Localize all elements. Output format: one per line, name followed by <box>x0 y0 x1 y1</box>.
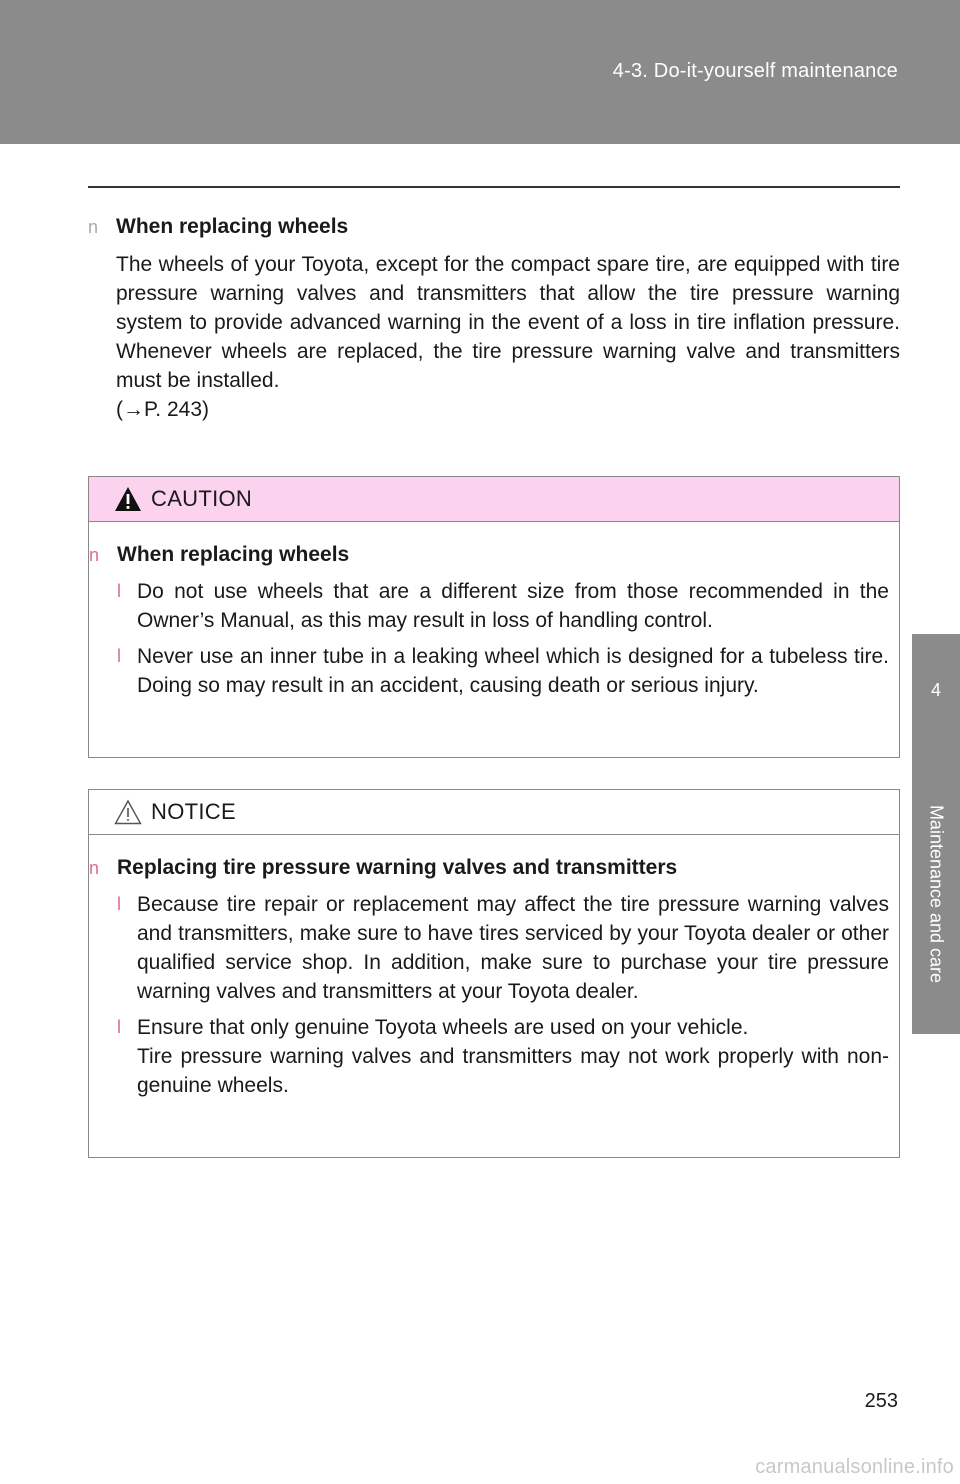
caution-title: CAUTION <box>151 486 253 511</box>
section-breadcrumb: 4-3. Do-it-yourself maintenance <box>612 60 898 82</box>
chapter-label: Maintenance and care <box>926 804 947 984</box>
top-divider <box>88 186 900 188</box>
section-bullet-icon: n <box>88 217 99 237</box>
chapter-number: 4 <box>930 680 941 700</box>
list-item: l Do not use wheels that are a different… <box>89 577 889 635</box>
notice-header: NOTICE <box>89 790 899 835</box>
notice-box: NOTICE n Replacing tire pressure warning… <box>88 789 900 1158</box>
chapter-side-tab: 4 Maintenance and care <box>912 634 960 1034</box>
caution-item-text: Never use an inner tube in a leaking whe… <box>137 645 889 697</box>
section-bullet-icon: n <box>89 545 100 565</box>
page-reference-link[interactable]: (→P. 243) <box>116 398 209 421</box>
watermark: carmanualsonline.info <box>755 1456 954 1478</box>
notice-body: n Replacing tire pressure warning valves… <box>89 835 899 1100</box>
notice-title: NOTICE <box>151 799 236 824</box>
caution-heading: When replacing wheels <box>117 543 350 566</box>
list-bullet-icon: l <box>117 1017 121 1037</box>
page-header-band: 4-3. Do-it-yourself maintenance <box>0 0 960 144</box>
intro-paragraph: The wheels of your Toyota, except for th… <box>116 253 900 392</box>
list-bullet-icon: l <box>117 894 121 914</box>
page-number: 253 <box>864 1390 898 1412</box>
caution-heading-row: n When replacing wheels <box>89 540 889 570</box>
list-bullet-icon: l <box>117 646 121 666</box>
notice-heading-row: n Replacing tire pressure warning valves… <box>89 853 889 883</box>
notice-item-text: Because tire repair or replacement may a… <box>137 893 889 1003</box>
list-item: l Ensure that only genuine Toyota wheels… <box>89 1013 889 1100</box>
notice-item-text: Ensure that only genuine Toyota wheels a… <box>137 1013 889 1100</box>
notice-item-line: Ensure that only genuine Toyota wheels a… <box>137 1016 749 1039</box>
caution-header: CAUTION <box>89 477 899 522</box>
section-bullet-icon: n <box>89 858 100 878</box>
warning-triangle-outline-icon <box>114 799 142 825</box>
intro-heading-row: n When replacing wheels <box>88 212 900 242</box>
list-bullet-icon: l <box>117 581 121 601</box>
notice-heading: Replacing tire pressure warning valves a… <box>117 856 678 879</box>
notice-item-line: Tire pressure warning valves and transmi… <box>137 1045 889 1097</box>
list-item: l Never use an inner tube in a leaking w… <box>89 642 889 700</box>
caution-body: n When replacing wheels l Do not use whe… <box>89 522 899 700</box>
caution-item-text: Do not use wheels that are a different s… <box>137 580 889 632</box>
list-item: l Because tire repair or replacement may… <box>89 890 889 1006</box>
caution-box: CAUTION n When replacing wheels l Do not… <box>88 476 900 758</box>
intro-section: n When replacing wheels The wheels of yo… <box>88 212 900 424</box>
intro-heading: When replacing wheels <box>116 215 349 238</box>
warning-triangle-icon <box>115 487 141 511</box>
